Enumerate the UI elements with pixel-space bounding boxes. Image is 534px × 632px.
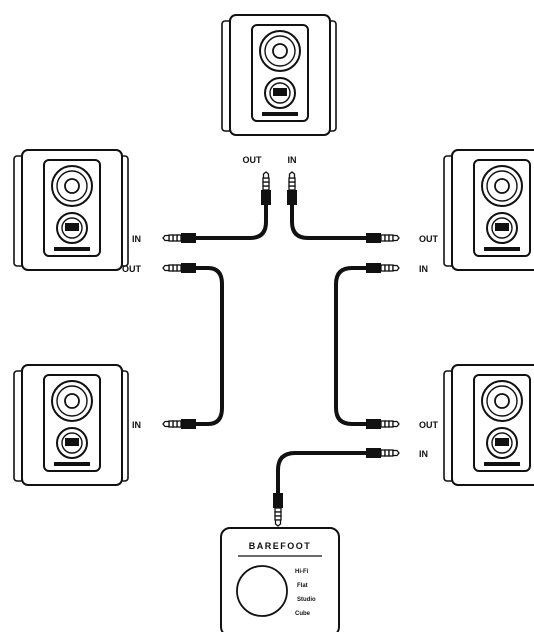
jack-right-lower-in	[365, 447, 400, 459]
jack-left-lower-in	[162, 418, 197, 430]
jack-right-lower-out	[365, 418, 400, 430]
cable-controller-to-right-lower-in	[276, 451, 368, 512]
jacks	[162, 171, 400, 527]
jack-left-upper-out	[162, 262, 197, 274]
cable-left-out-to-left-lower-in	[194, 266, 224, 426]
speaker-top	[221, 14, 337, 136]
label-left-upper-out: OUT	[122, 264, 142, 274]
jack-controller	[272, 492, 284, 527]
controller-knob	[236, 565, 288, 617]
controller-brand: BAREFOOT	[249, 541, 312, 551]
cable-top-in-to-right-out	[290, 203, 368, 240]
jack-right-upper-out	[365, 232, 400, 244]
label-right-upper-in: IN	[419, 264, 428, 274]
label-right-lower-in: IN	[419, 449, 428, 459]
label-left-lower-in: IN	[132, 420, 141, 430]
jack-top-out	[260, 171, 272, 206]
cables	[194, 203, 368, 512]
cable-right-in-to-right-lower-out	[334, 266, 368, 426]
cable-top-out-to-left-in	[194, 203, 268, 240]
jack-top-in	[286, 171, 298, 206]
controller-mode-hifi: Hi-Fi	[295, 569, 309, 575]
speaker-right-upper	[443, 149, 534, 271]
label-top-out: OUT	[243, 155, 263, 165]
barefoot-controller: BAREFOOT Hi-Fi Flat Studio Cube	[220, 527, 340, 632]
speaker-left-upper	[13, 149, 129, 271]
controller-mode-studio: Studio	[297, 597, 316, 603]
controller-mode-cube: Cube	[295, 611, 311, 617]
speaker-right-lower	[443, 364, 534, 486]
label-top-in: IN	[288, 155, 297, 165]
label-left-upper-in: IN	[132, 234, 141, 244]
label-right-lower-out: OUT	[419, 420, 439, 430]
speaker-left-lower	[13, 364, 129, 486]
label-right-upper-out: OUT	[419, 234, 439, 244]
controller-mode-flat: Flat	[297, 583, 308, 589]
jack-left-upper-in	[162, 232, 197, 244]
jack-right-upper-in	[365, 262, 400, 274]
